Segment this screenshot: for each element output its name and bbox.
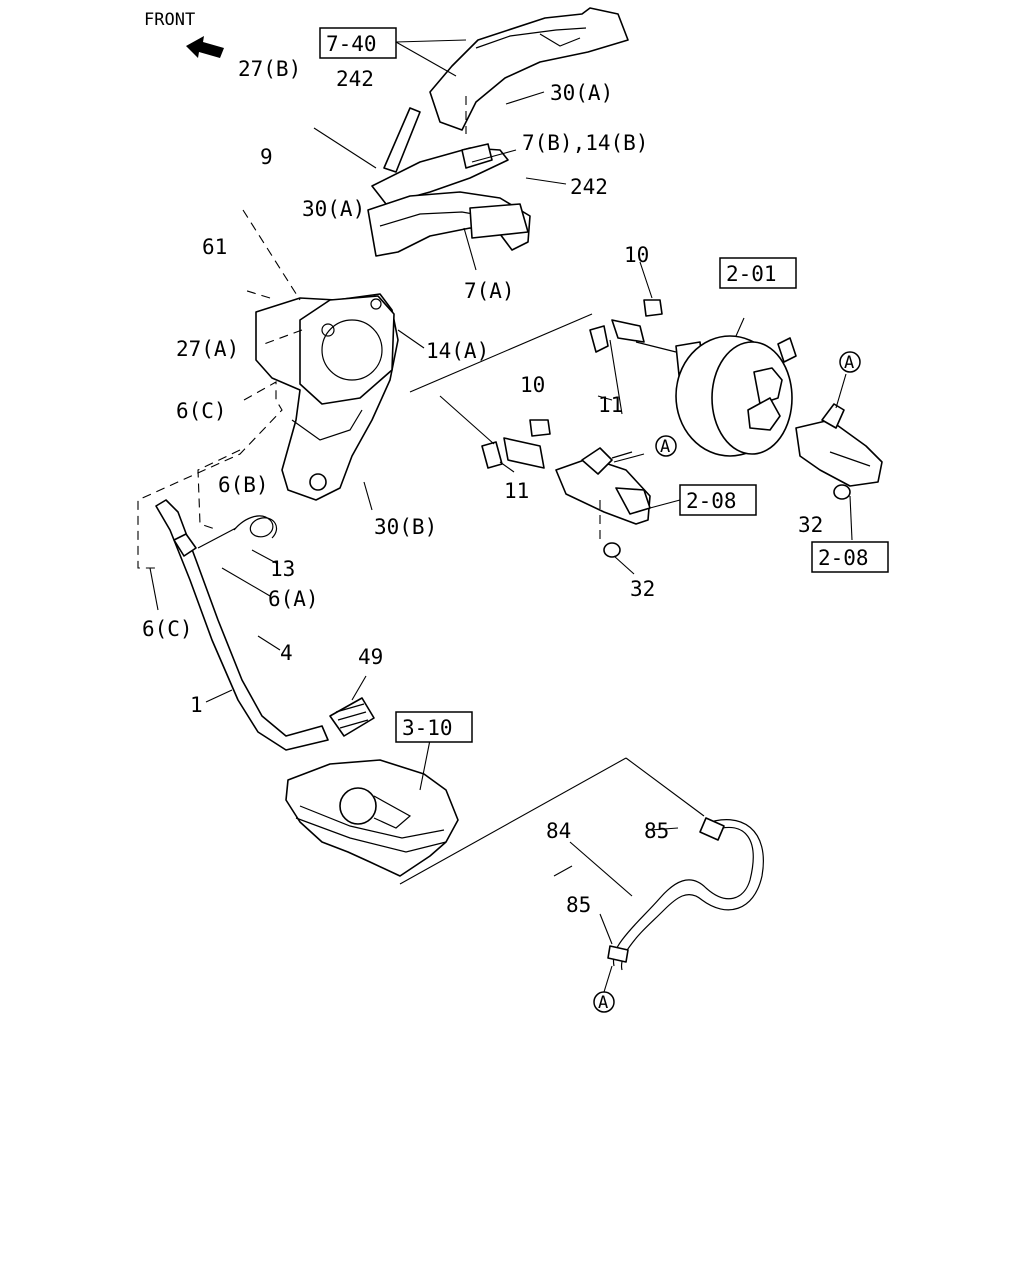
part-callouts: 27(B) 242 30(A) 9 7(B),14(B) 242 30(A) 6… [142, 57, 823, 917]
callout-7a: 7(A) [464, 279, 515, 303]
callout-1: 1 [190, 693, 203, 717]
callout-10-top: 10 [624, 243, 649, 267]
callout-85-bottom: 85 [566, 893, 591, 917]
ref-box-7-40[interactable]: 7-40 [319, 27, 397, 59]
connector-a-booster-label: A [844, 353, 854, 373]
callout-9: 9 [260, 145, 273, 169]
callout-32-center: 32 [630, 577, 655, 601]
callout-27a: 27(A) [176, 337, 239, 361]
ref-box-2-01[interactable]: 2-01 [719, 257, 797, 289]
callout-13: 13 [270, 557, 295, 581]
callout-30a-top: 30(A) [550, 81, 613, 105]
callout-30b: 30(B) [374, 515, 437, 539]
phantom-lines [137, 96, 601, 569]
front-arrow-icon [186, 36, 224, 58]
callout-30a-mid: 30(A) [302, 197, 365, 221]
callout-32-right: 32 [798, 513, 823, 537]
ref-box-2-08-right-label: 2-08 [818, 546, 869, 570]
front-label: FRONT [144, 10, 195, 30]
leader-lines [149, 39, 853, 993]
connector-a-booster: A [839, 351, 861, 373]
return-spring [197, 515, 277, 549]
ref-box-3-10-label: 3-10 [402, 716, 453, 740]
callout-10-mid: 10 [520, 373, 545, 397]
callout-14a: 14(A) [426, 339, 489, 363]
master-cylinder-right [795, 403, 883, 500]
ref-box-2-08-right[interactable]: 2-08 [811, 541, 889, 573]
pedal-pad [329, 697, 375, 737]
callout-6c-bottom: 6(C) [142, 617, 193, 641]
clutch-pedal-arm [155, 499, 329, 751]
ref-box-2-08-center-label: 2-08 [686, 489, 737, 513]
brake-booster [635, 335, 797, 457]
callout-6b: 6(B) [218, 473, 269, 497]
connector-a-hose: A [593, 991, 615, 1013]
reservoir-panel [285, 759, 459, 877]
ref-box-3-10[interactable]: 3-10 [395, 711, 473, 743]
connector-a-hose-label: A [598, 993, 608, 1013]
callout-6a: 6(A) [268, 587, 319, 611]
callout-27b: 27(B) [238, 57, 301, 81]
front-orientation: FRONT [144, 10, 224, 58]
callout-85-top: 85 [644, 819, 669, 843]
callout-242-right: 242 [570, 175, 608, 199]
callout-4: 4 [280, 641, 293, 665]
callout-11-top: 11 [598, 393, 623, 417]
callout-84: 84 [546, 819, 571, 843]
connector-a-cylinder: A [655, 435, 677, 457]
callout-242-top: 242 [336, 67, 374, 91]
ref-box-7-40-label: 7-40 [326, 32, 377, 56]
pedal-bracket [255, 293, 399, 501]
callout-6c-top: 6(C) [176, 399, 227, 423]
ref-box-2-08-center[interactable]: 2-08 [679, 484, 757, 516]
callout-7b-14b: 7(B),14(B) [522, 131, 648, 155]
connector-a-cylinder-label: A [660, 437, 670, 457]
callout-11-mid: 11 [504, 479, 529, 503]
fluid-hose [607, 817, 764, 971]
switch-assemblies [481, 299, 663, 469]
upper-mounting-bracket [367, 7, 629, 257]
master-cylinder-center [555, 447, 651, 558]
ref-box-2-01-label: 2-01 [726, 262, 777, 286]
callout-49: 49 [358, 645, 383, 669]
callout-61: 61 [202, 235, 227, 259]
